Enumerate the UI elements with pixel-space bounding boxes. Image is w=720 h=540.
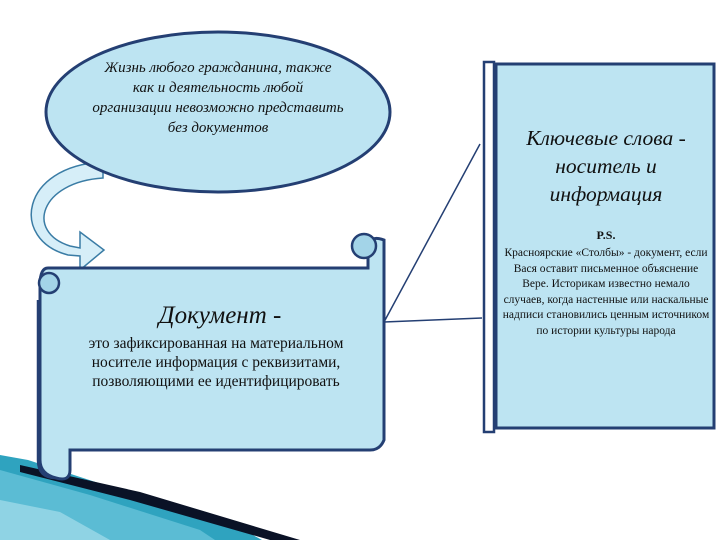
document-definition: это зафиксированная на материальном носи…: [88, 335, 344, 390]
document-scroll: [36, 232, 386, 481]
intro-ellipse: [44, 30, 392, 194]
curved-arrow: [30, 161, 106, 272]
connector-lines: [383, 143, 483, 323]
ellipse-text: Жизнь любого гражданина, также как и дея…: [92, 60, 344, 136]
ps-text: Красноярские «Столбы» - документ, если В…: [502, 247, 710, 337]
document-title: Документ -: [158, 302, 282, 329]
keywords-title: Ключевые слова - носитель и информация: [526, 126, 686, 206]
ps-label: P.S.: [596, 228, 616, 242]
keywords-panel: [482, 60, 716, 434]
